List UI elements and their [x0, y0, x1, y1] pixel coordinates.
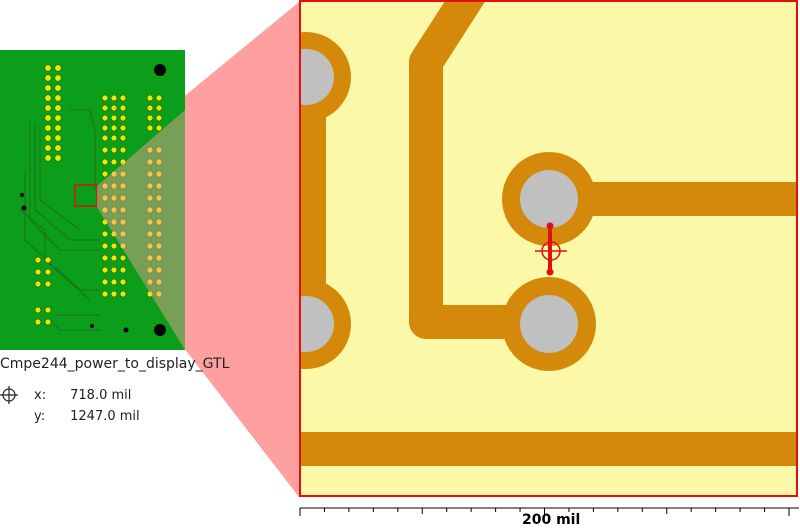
drill-hole: [520, 170, 578, 228]
zoom-detail-view[interactable]: [299, 0, 798, 497]
crosshair-icon: [0, 386, 18, 404]
cursor-coordinates: x: 718.0 mil y: 1247.0 mil: [4, 385, 140, 427]
drill-hole: [301, 49, 334, 105]
scale-bar: [299, 507, 799, 516]
x-value: 718.0 mil: [70, 388, 132, 403]
y-value: 1247.0 mil: [70, 409, 140, 424]
cursor-crosshair-icon: [535, 222, 567, 276]
x-coordinate-row: x: 718.0 mil: [4, 385, 140, 406]
drill-hole: [520, 295, 578, 353]
project-title: Cmpe244_power_to_display_GTL: [0, 356, 230, 372]
board-overview[interactable]: [0, 50, 185, 350]
x-label: x:: [34, 388, 47, 403]
drill-hole: [301, 296, 334, 352]
selection-rect: [74, 184, 98, 207]
scale-label: 200 mil: [522, 512, 581, 528]
y-label: y:: [34, 409, 46, 424]
y-coordinate-row: y: 1247.0 mil: [4, 406, 140, 427]
